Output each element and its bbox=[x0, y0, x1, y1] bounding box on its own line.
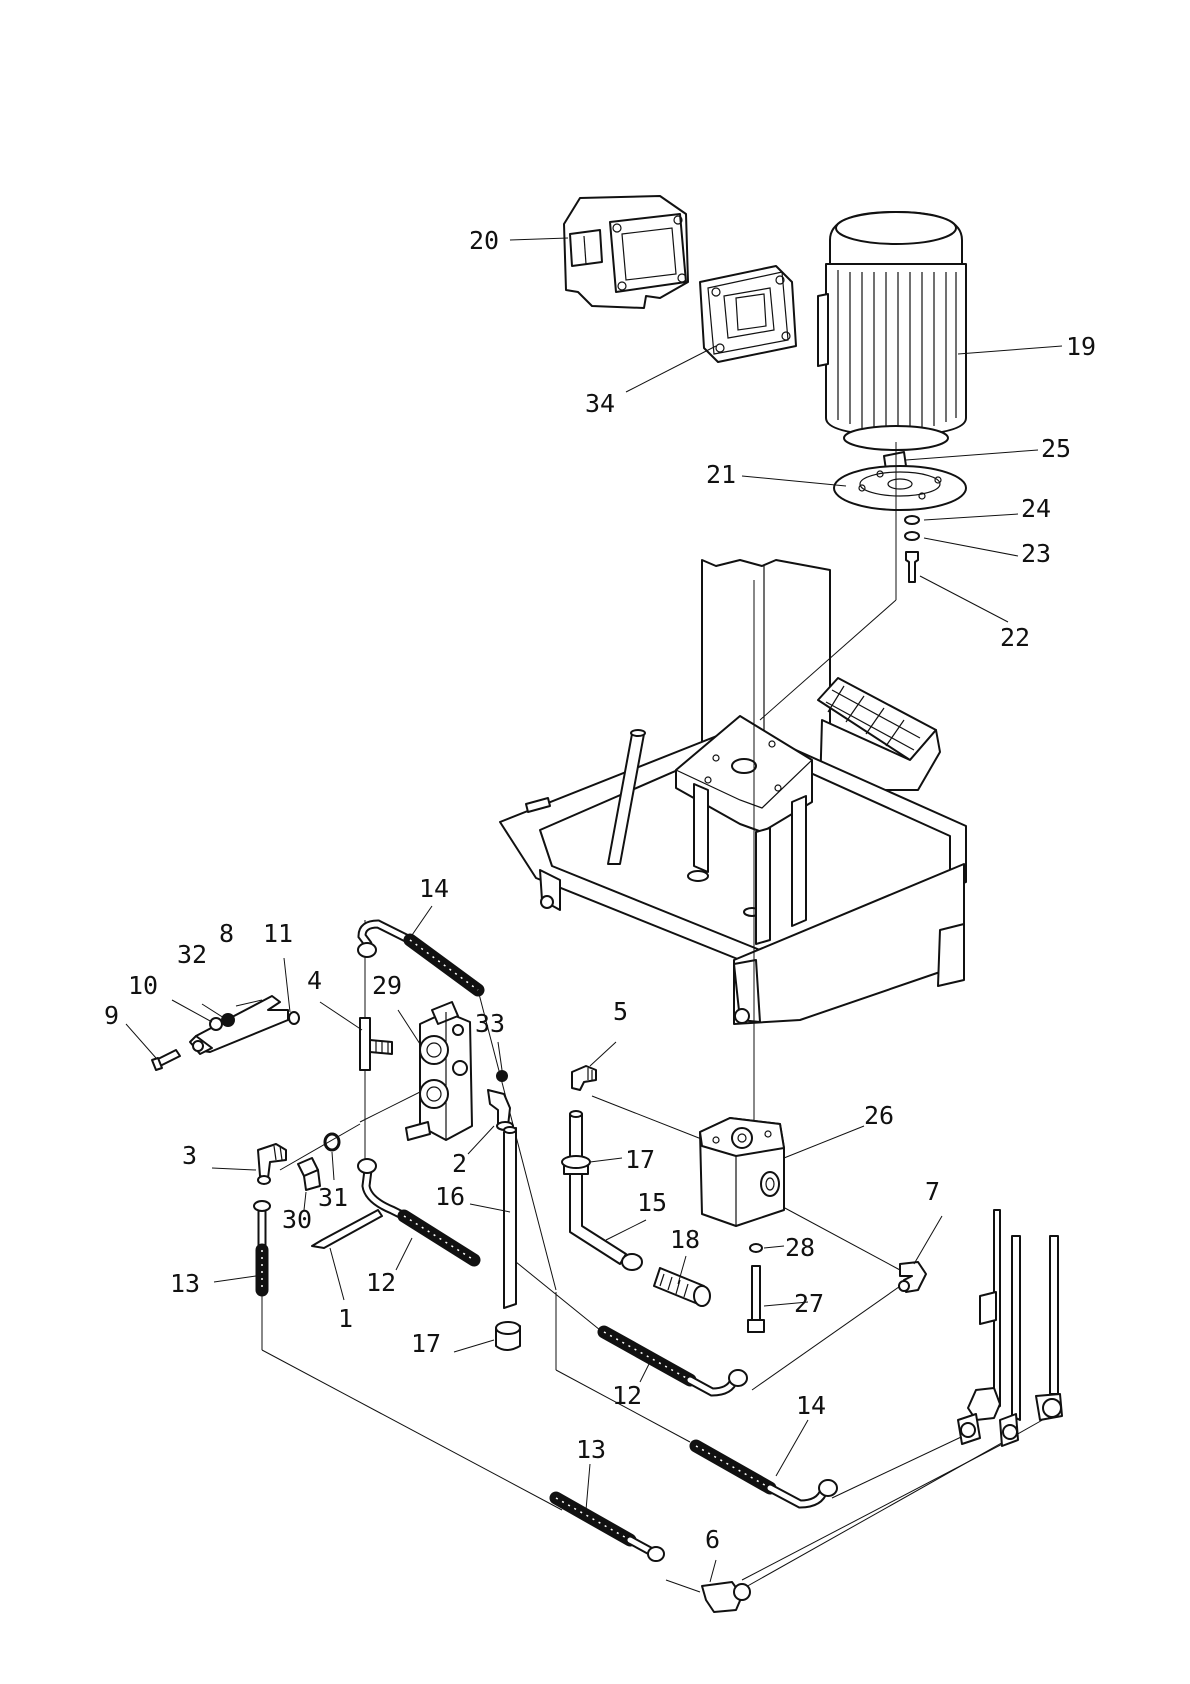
flange-screw bbox=[906, 552, 918, 582]
callout-11: 11 bbox=[263, 919, 293, 948]
nut-32 bbox=[221, 1013, 235, 1027]
callout-26: 26 bbox=[864, 1101, 894, 1130]
callout-34: 34 bbox=[585, 389, 615, 418]
hydraulic-pump bbox=[700, 1118, 784, 1226]
callout-22: 22 bbox=[1000, 623, 1030, 652]
screw-9 bbox=[152, 1050, 180, 1070]
elbow-fitting-6 bbox=[702, 1582, 750, 1612]
bracket-lever bbox=[190, 996, 288, 1054]
callout-17-lower: 17 bbox=[411, 1329, 441, 1358]
callout-27: 27 bbox=[794, 1289, 824, 1318]
callout-10: 10 bbox=[128, 971, 158, 1000]
callout-2: 2 bbox=[452, 1149, 467, 1178]
washer-10 bbox=[210, 1018, 222, 1030]
tank-pipes bbox=[958, 1210, 1062, 1446]
callout-28: 28 bbox=[785, 1233, 815, 1262]
callout-12-lower: 12 bbox=[612, 1381, 642, 1410]
tee-fitting bbox=[360, 1018, 392, 1070]
o-ring bbox=[325, 1134, 339, 1150]
callout-18: 18 bbox=[670, 1225, 700, 1254]
callout-25: 25 bbox=[1041, 434, 1071, 463]
callout-8: 8 bbox=[219, 919, 234, 948]
plug bbox=[298, 1158, 320, 1190]
motor-flange bbox=[834, 466, 966, 510]
callout-32: 32 bbox=[177, 940, 207, 969]
hose-13-left bbox=[254, 1201, 270, 1290]
callout-23: 23 bbox=[1021, 539, 1051, 568]
callout-6: 6 bbox=[705, 1525, 720, 1554]
callout-30: 30 bbox=[282, 1205, 312, 1234]
filter bbox=[654, 1268, 710, 1306]
washer-lower bbox=[905, 532, 919, 540]
assembly-guide-lines bbox=[262, 442, 1046, 1592]
suction-end bbox=[622, 1254, 642, 1270]
elbow-fitting-2 bbox=[488, 1090, 513, 1130]
elbow-fitting-3 bbox=[258, 1144, 286, 1184]
callout-29: 29 bbox=[372, 971, 402, 1000]
washer-28 bbox=[750, 1244, 762, 1252]
callout-7: 7 bbox=[925, 1177, 940, 1206]
callout-17-upper: 17 bbox=[625, 1145, 655, 1174]
callout-19: 19 bbox=[1066, 332, 1096, 361]
hose-13-lower bbox=[556, 1498, 664, 1561]
ring-11 bbox=[289, 1012, 299, 1024]
callout-14-upper: 14 bbox=[419, 874, 449, 903]
return-pipe bbox=[504, 1127, 516, 1308]
callout-15: 15 bbox=[637, 1188, 667, 1217]
callout-5: 5 bbox=[613, 997, 628, 1026]
nut bbox=[496, 1070, 508, 1082]
elbow-fitting-5 bbox=[572, 1066, 596, 1090]
electric-motor bbox=[818, 212, 966, 450]
callout-24: 24 bbox=[1021, 494, 1051, 523]
callout-21: 21 bbox=[706, 460, 736, 489]
gasket-plate bbox=[700, 266, 796, 362]
callout-33: 33 bbox=[475, 1009, 505, 1038]
control-valve bbox=[406, 1002, 472, 1140]
callout-12-upper: 12 bbox=[366, 1268, 396, 1297]
callout-1: 1 bbox=[338, 1304, 353, 1333]
callout-13-left: 13 bbox=[170, 1269, 200, 1298]
callout-14-lower: 14 bbox=[796, 1391, 826, 1420]
grommet-lower bbox=[496, 1322, 520, 1350]
callout-20: 20 bbox=[469, 226, 499, 255]
callout-3: 3 bbox=[182, 1141, 197, 1170]
long-bolt bbox=[312, 1210, 382, 1248]
callout-4: 4 bbox=[307, 966, 322, 995]
suction-pipe bbox=[564, 1111, 626, 1264]
pump-bolt bbox=[748, 1266, 764, 1332]
callout-31: 31 bbox=[318, 1183, 348, 1212]
washer-upper bbox=[905, 516, 919, 524]
callout-16: 16 bbox=[435, 1182, 465, 1211]
elbow-fitting-7 bbox=[899, 1262, 926, 1292]
callout-9: 9 bbox=[104, 1001, 119, 1030]
grommet-upper bbox=[562, 1156, 590, 1168]
hose-14-lower bbox=[696, 1446, 837, 1504]
callout-13-lower: 13 bbox=[576, 1435, 606, 1464]
junction-box bbox=[564, 196, 688, 308]
